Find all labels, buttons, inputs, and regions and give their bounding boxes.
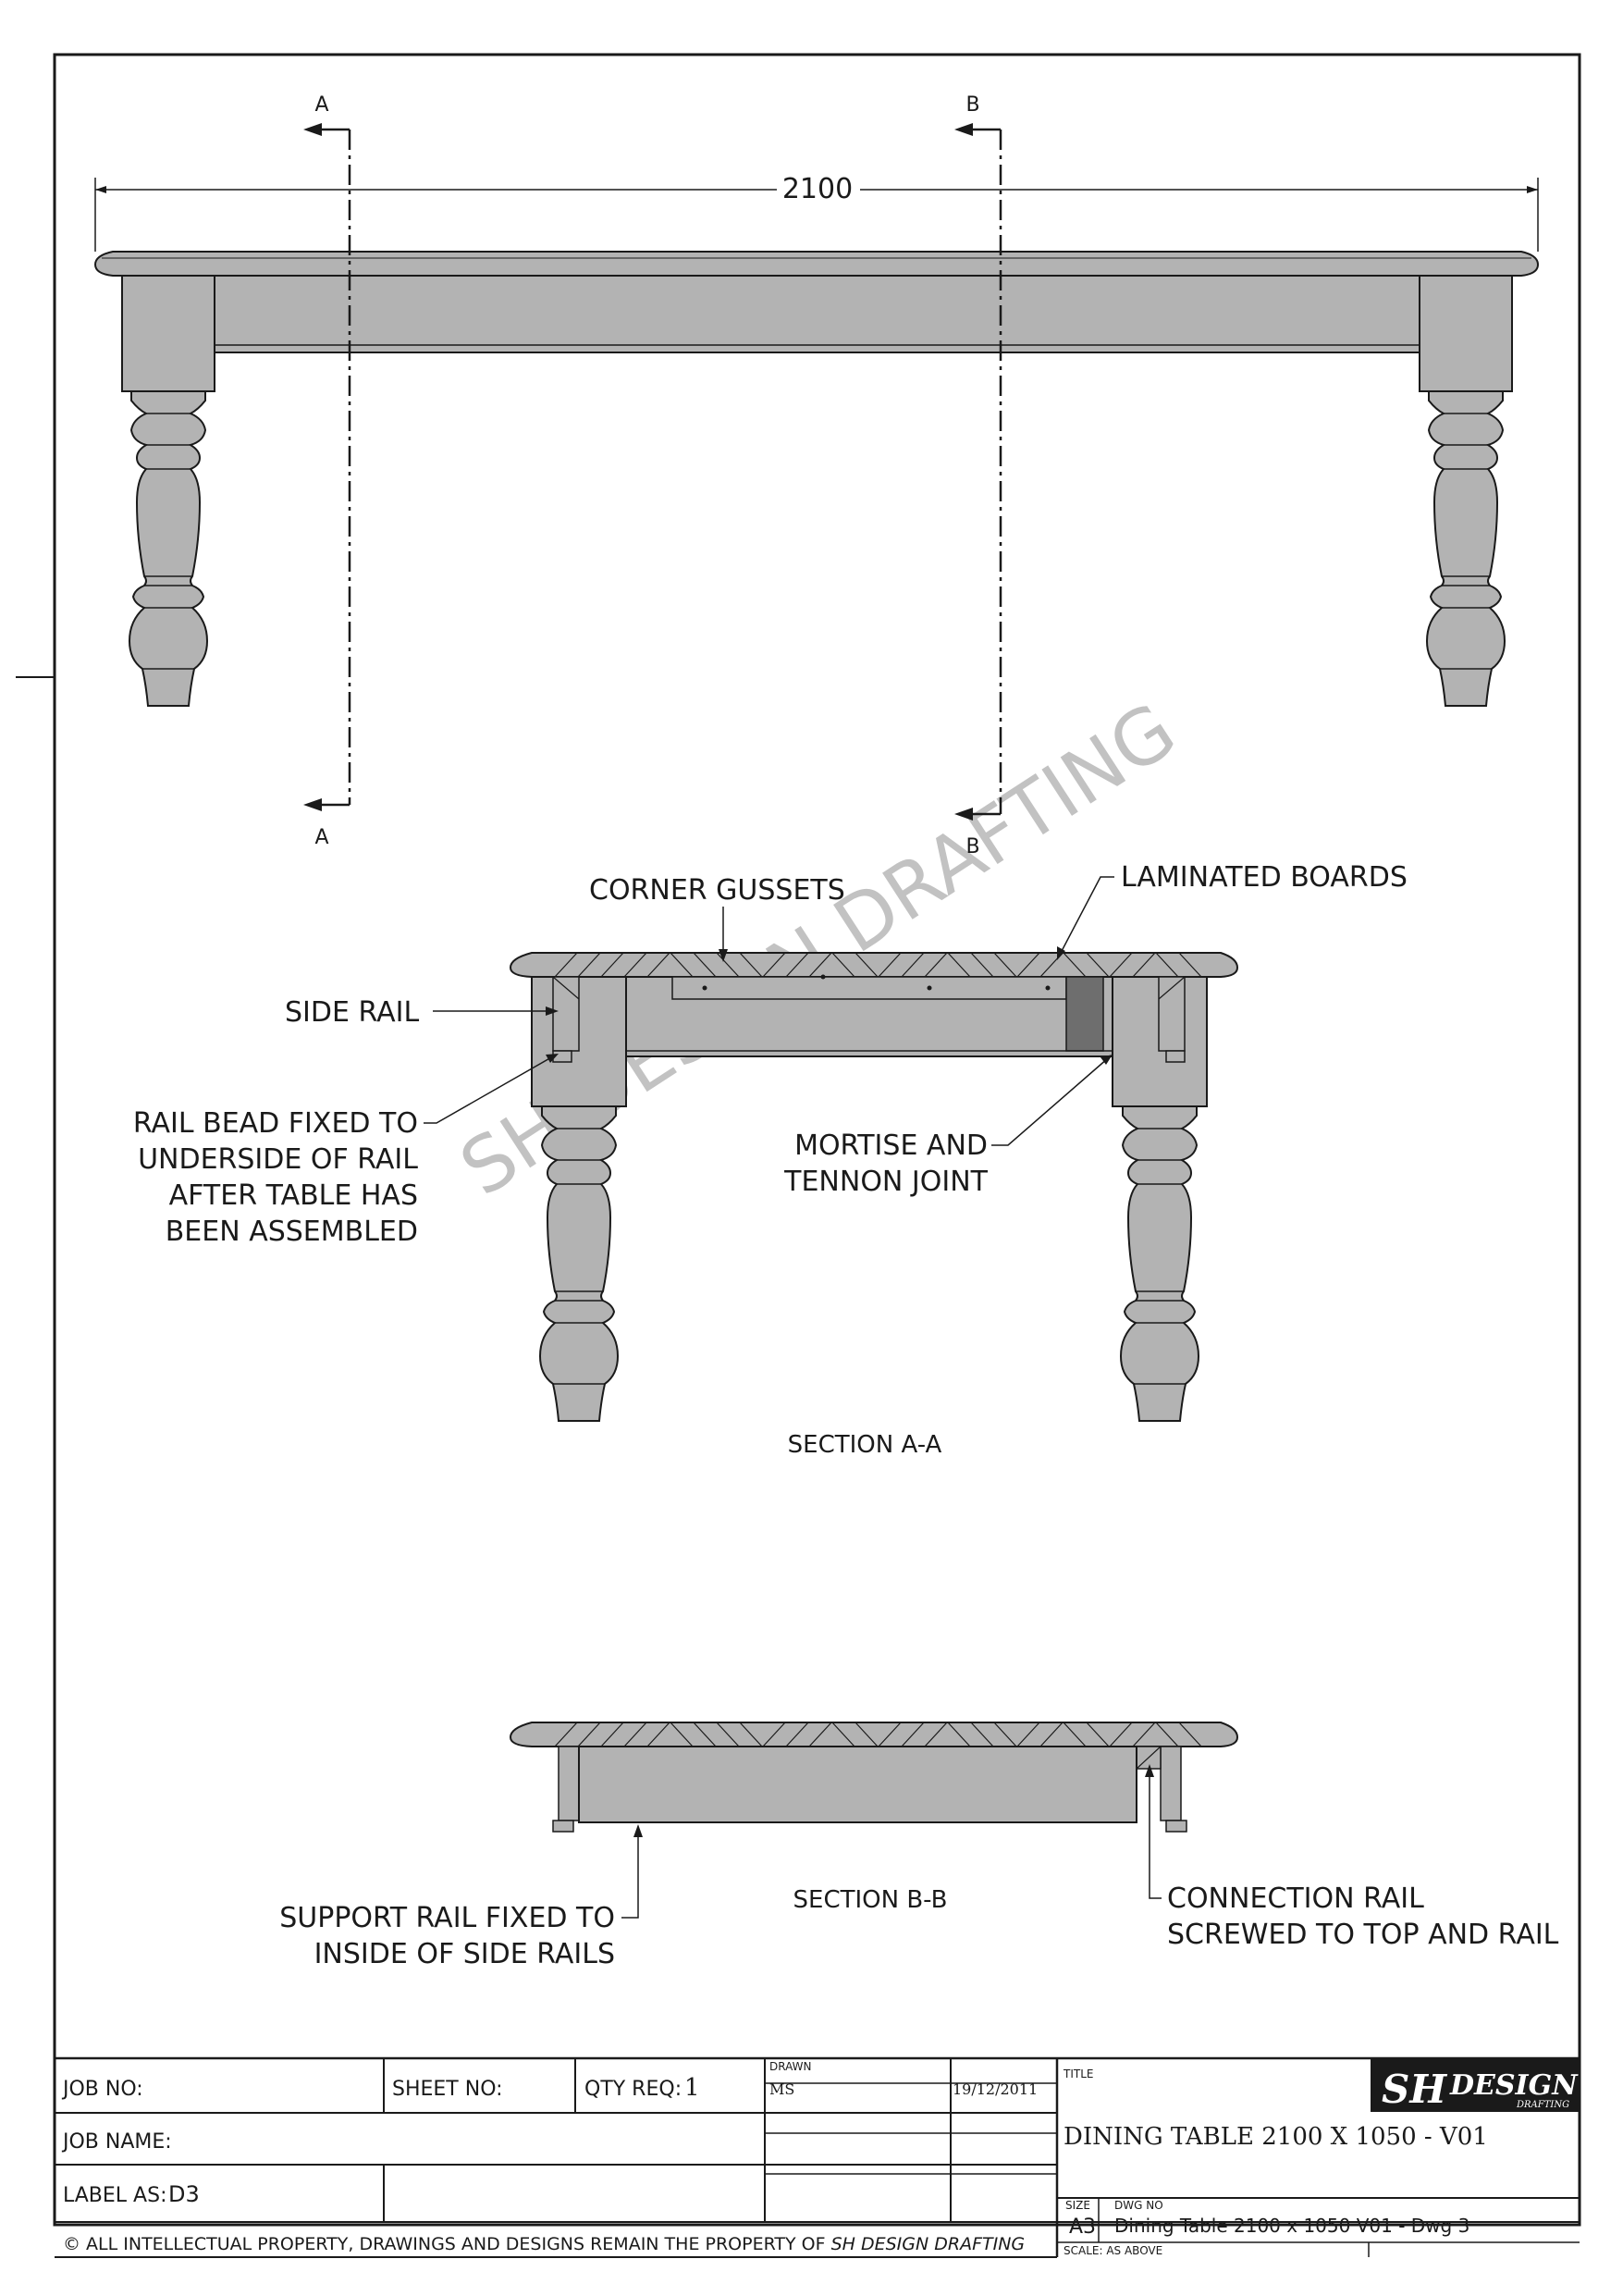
label-as-label: LABEL AS: — [63, 2184, 166, 2207]
size-label: SIZE — [1065, 2199, 1090, 2212]
section-a-callouts: CORNER GUSSETS LAMINATED BOARDS SIDE RAI… — [133, 861, 1408, 1248]
callout-rail-bead-1: RAIL BEAD FIXED TO — [133, 1107, 418, 1140]
dwg-no-value: Dining Table 2100 x 1050 V01 - Dwg 3 — [1114, 2215, 1469, 2237]
section-b-top — [509, 1722, 1239, 1747]
section-b-title: SECTION B-B — [793, 1886, 948, 1914]
callout-mortise-2: TENNON JOINT — [783, 1166, 989, 1198]
callout-support-rail-2: INSIDE OF SIDE RAILS — [314, 1938, 615, 1970]
size-value: A3 — [1069, 2216, 1096, 2239]
label-as-value: D3 — [168, 2181, 200, 2207]
qty-value: 1 — [684, 2074, 700, 2102]
section-a-leg-left — [539, 1105, 619, 1422]
section-a-a: SECTION A-A — [509, 952, 1239, 1459]
logo-mark: SH — [1382, 2067, 1447, 2112]
logo-sub: DRAFTING — [1516, 2100, 1569, 2110]
dimension-2100: 2100 — [782, 173, 853, 205]
copyright-company: SH DESIGN DRAFTING — [831, 2234, 1026, 2254]
scale-text: SCALE: AS ABOVE — [1064, 2244, 1162, 2257]
section-a-leg-right — [1120, 1105, 1199, 1422]
section-marker-b-top: B — [965, 93, 979, 117]
title-label: TITLE — [1063, 2068, 1093, 2080]
callout-connection-rail-2: SCREWED TO TOP AND RAIL — [1167, 1919, 1559, 1951]
copyright: © ALL INTELLECTUAL PROPERTY, DRAWINGS AN… — [63, 2234, 1025, 2254]
leg-left — [129, 390, 208, 707]
section-marker-a-top: A — [314, 93, 328, 117]
leg-block-left — [121, 275, 215, 392]
front-elevation: 2100 A A B B — [93, 93, 1540, 858]
section-a-title: SECTION A-A — [788, 1431, 942, 1459]
table-top — [93, 251, 1540, 277]
job-name-label: JOB NAME: — [61, 2130, 172, 2154]
sheet-no-label: SHEET NO: — [392, 2078, 503, 2101]
title-block-text: JOB NO: SHEET NO: QTY REQ: 1 DRAWN MS 19… — [61, 2060, 1488, 2257]
drawn-date: 19/12/2011 — [953, 2080, 1038, 2098]
section-a-top — [509, 952, 1239, 978]
leg-right — [1426, 390, 1506, 707]
callout-rail-bead-2: UNDERSIDE OF RAIL — [138, 1143, 418, 1176]
callout-mortise-1: MORTISE AND — [794, 1129, 988, 1162]
callout-support-rail-1: SUPPORT RAIL FIXED TO — [279, 1902, 615, 1934]
apron — [214, 275, 1420, 353]
company-logo: SH DESIGN DRAFTING — [1371, 2058, 1580, 2112]
section-b-b: SECTION B-B — [509, 1722, 1239, 1914]
qty-label: QTY REQ: — [584, 2078, 682, 2101]
drawn-value: MS — [769, 2080, 794, 2098]
section-marker-b-bottom: B — [965, 835, 979, 858]
callout-rail-bead-4: BEEN ASSEMBLED — [166, 1216, 418, 1248]
callout-rail-bead-3: AFTER TABLE HAS — [169, 1179, 418, 1212]
callout-laminated-boards: LAMINATED BOARDS — [1121, 861, 1408, 894]
callout-side-rail: SIDE RAIL — [285, 996, 419, 1029]
title-block — [55, 2056, 1580, 2258]
callout-connection-rail-1: CONNECTION RAIL — [1167, 1882, 1424, 1915]
dwg-no-label: DWG NO — [1114, 2199, 1163, 2212]
drawn-label: DRAWN — [769, 2060, 812, 2073]
logo-word: DESIGN — [1449, 2069, 1579, 2102]
callout-corner-gussets: CORNER GUSSETS — [589, 874, 845, 907]
sheet-border — [53, 53, 1581, 2227]
drawing-title: DINING TABLE 2100 X 1050 - V01 — [1064, 2123, 1488, 2151]
section-marker-a-bottom: A — [314, 826, 328, 849]
section-b-callouts: SUPPORT RAIL FIXED TO INSIDE OF SIDE RAI… — [279, 1764, 1559, 1970]
leg-block-right — [1419, 275, 1513, 392]
job-no-label: JOB NO: — [61, 2078, 143, 2101]
copyright-prefix: © ALL INTELLECTUAL PROPERTY, DRAWINGS AN… — [63, 2234, 831, 2254]
